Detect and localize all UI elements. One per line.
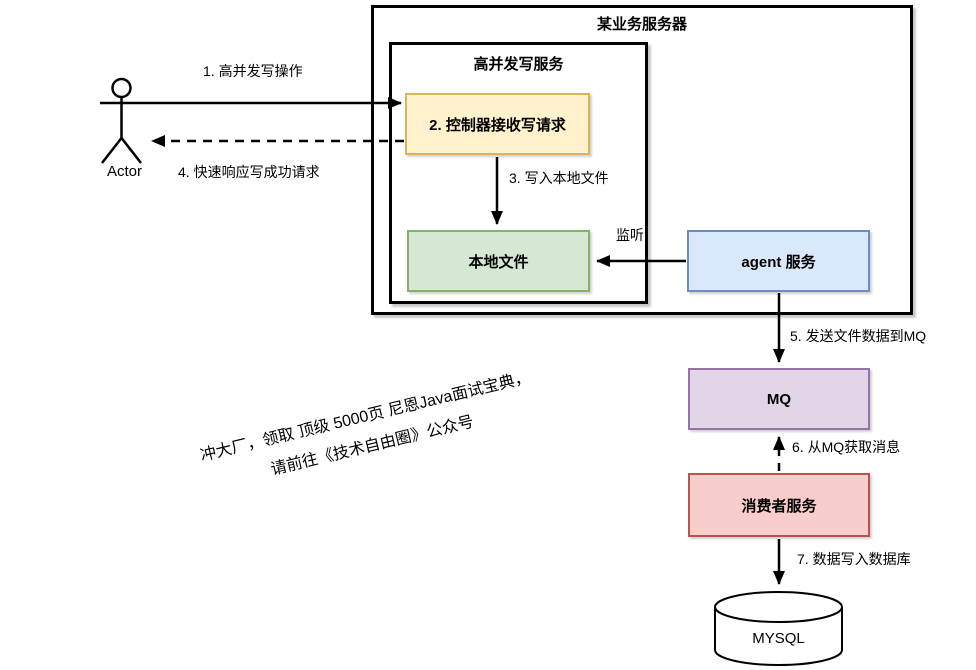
controller-node: 2. 控制器接收写请求 <box>405 93 590 155</box>
edge-step3-label: 3. 写入本地文件 <box>509 170 609 186</box>
actor-label: Actor <box>107 163 143 180</box>
mq-node: MQ <box>688 368 870 430</box>
write-service-frame <box>389 42 648 304</box>
edge-listen-label: 监听 <box>616 227 644 243</box>
edge-step4-label: 4. 快速响应写成功请求 <box>178 164 320 180</box>
actor-icon <box>101 77 142 164</box>
watermark: 冲大厂，领取 顶级 5000页 尼恩Java面试宝典， 请前往《技术自由圈》公众… <box>181 359 557 504</box>
edge-step1-label: 1. 高并发写操作 <box>203 63 303 79</box>
edge-step6-label: 6. 从MQ获取消息 <box>792 439 901 455</box>
write-service-title: 高并发写服务 <box>473 56 564 73</box>
business-server-title: 某业务服务器 <box>596 16 687 33</box>
consumer-service-node: 消费者服务 <box>688 473 870 537</box>
local-file-node: 本地文件 <box>407 230 590 292</box>
mysql-cylinder-icon <box>714 591 843 666</box>
agent-service-node: agent 服务 <box>687 230 870 292</box>
edge-step7-label: 7. 数据写入数据库 <box>797 551 911 567</box>
business-server-frame <box>371 5 913 315</box>
mysql-label: MYSQL <box>752 630 805 647</box>
edge-step5-label: 5. 发送文件数据到MQ <box>790 328 927 344</box>
